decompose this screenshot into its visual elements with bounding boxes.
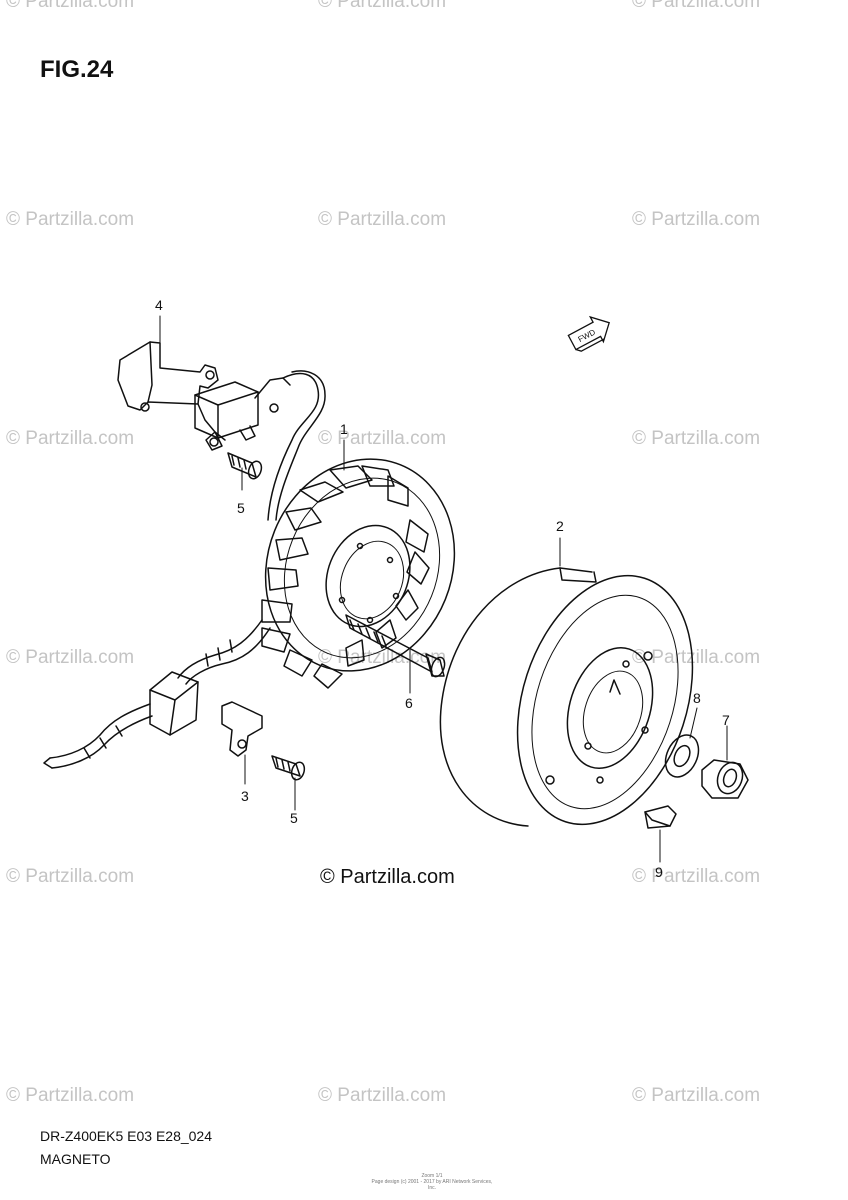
fine-print-zoom: Zoom 1/1 — [421, 1173, 443, 1179]
fine-print-copyright: Page design (c) 2001 - 2017 by ARI Netwo… — [371, 1179, 493, 1191]
watermark: © Partzilla.com — [318, 0, 447, 12]
watermark: © Partzilla.com — [632, 0, 761, 12]
copyright-mark: © Partzilla.com — [320, 866, 455, 888]
pickup-coil-icon — [194, 377, 291, 441]
watermark: © Partzilla.com — [318, 209, 447, 230]
watermark: © Partzilla.com — [318, 428, 447, 449]
callout-9: 9 — [655, 864, 663, 880]
callout-5: 5 — [237, 500, 245, 516]
callout-1: 1 — [340, 421, 348, 437]
watermark: © Partzilla.com — [632, 647, 761, 668]
callout-7: 7 — [722, 712, 730, 728]
watermark: © Partzilla.com — [6, 1085, 135, 1106]
model-code: DR-Z400EK5 E03 E28_024 — [40, 1128, 212, 1144]
part-2-rotor-icon — [439, 567, 694, 827]
section-name: MAGNETO — [40, 1151, 111, 1167]
watermark: © Partzilla.com — [6, 428, 135, 449]
fwd-arrow-icon: FWD — [567, 315, 611, 352]
watermark: © Partzilla.com — [6, 0, 135, 12]
part-5-screw-icon — [271, 755, 306, 781]
callout-3: 3 — [241, 788, 249, 804]
part-7-nut-icon — [701, 759, 749, 799]
callout-2: 2 — [556, 518, 564, 534]
part-1-stator-icon — [261, 458, 456, 689]
watermark: © Partzilla.com — [6, 209, 135, 230]
watermark: © Partzilla.com — [6, 647, 135, 668]
part-8-washer-icon — [664, 734, 700, 778]
callout-8: 8 — [693, 690, 701, 706]
watermark: © Partzilla.com — [318, 1085, 447, 1106]
part-6-bolt-icon — [345, 614, 446, 678]
part-4-bracket-icon — [117, 341, 226, 451]
part-9-key-icon — [644, 805, 677, 829]
callout-4: 4 — [155, 297, 163, 313]
watermark: © Partzilla.com — [6, 866, 135, 887]
part-3-clamp-icon — [221, 701, 263, 757]
watermark: © Partzilla.com — [632, 209, 761, 230]
part-5-screw-icon — [227, 452, 263, 480]
watermark: © Partzilla.com — [632, 866, 761, 887]
watermark: © Partzilla.com — [632, 1085, 761, 1106]
callout-6: 6 — [405, 695, 413, 711]
connector-icon — [149, 671, 199, 736]
callout-5: 5 — [290, 810, 298, 826]
figure-title: FIG.24 — [40, 56, 114, 83]
watermark: © Partzilla.com — [632, 428, 761, 449]
